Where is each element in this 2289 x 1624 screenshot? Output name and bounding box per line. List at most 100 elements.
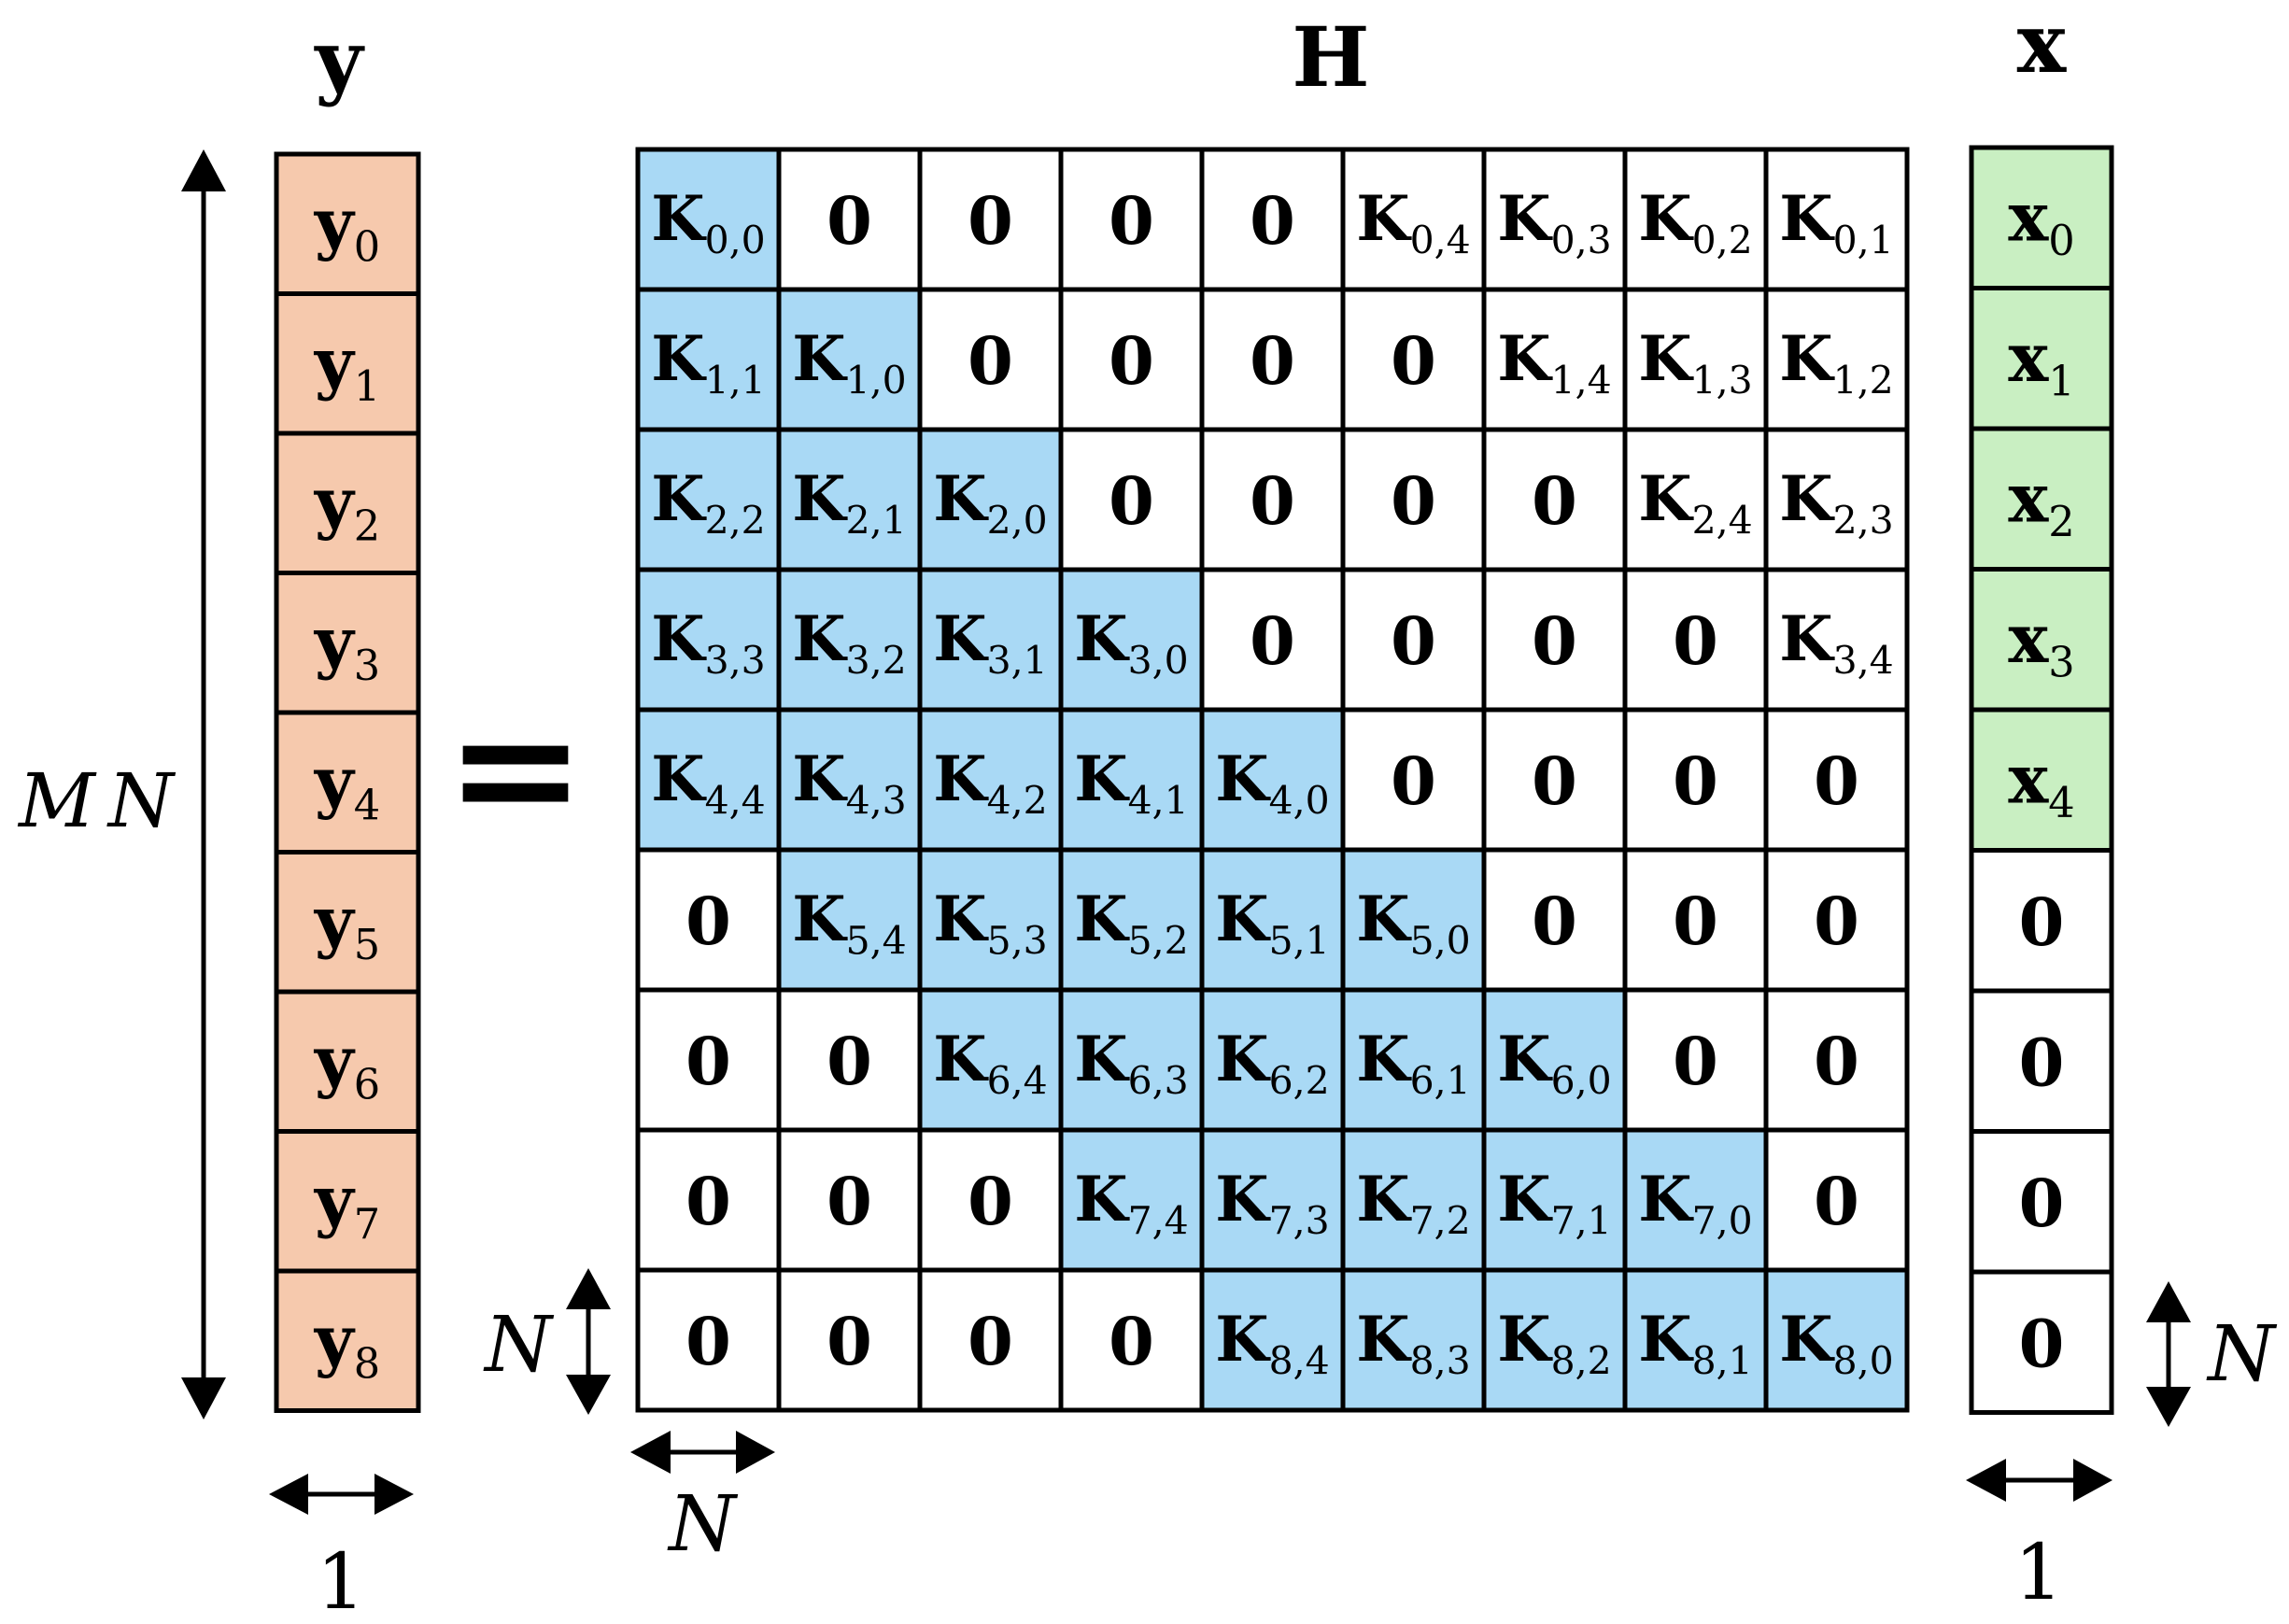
matrix-entry-index: 0,2 [1692,219,1753,263]
matrix-zero: 0 [1814,742,1859,820]
matrix-cell-shaded [635,567,782,713]
matrix-cell [1481,847,1628,993]
matrix-entry: K5,2 [1074,883,1188,964]
y-width-arrow [269,1474,414,1515]
matrix-entry-index: 8,3 [1410,1339,1471,1384]
matrix-entry: K7,3 [1215,1163,1329,1244]
matrix-entry-symbol: K [1074,1163,1130,1236]
x-vector-label: x3 [2008,599,2074,687]
matrix-entry: K1,3 [1638,322,1752,403]
matrix-entry-symbol: K [1497,182,1553,255]
matrix-entry: K6,2 [1215,1023,1329,1104]
matrix-cell-shaded [1622,1267,1769,1413]
matrix-col-width-arrow [630,1431,775,1474]
y-vector-label: y8 [314,1300,380,1389]
matrix-cell-shaded [1481,1267,1628,1413]
matrix-entry-symbol: K [933,1023,989,1095]
matrix-entry-symbol: K [1356,1163,1412,1236]
matrix-entry: K1,4 [1497,322,1611,403]
matrix-entry-index: 4,3 [846,779,907,824]
matrix-entry-symbol: K [792,742,848,815]
matrix-entry-symbol: K [1779,602,1835,675]
matrix-zero: 0 [685,883,731,960]
matrix-zero: 0 [1250,602,1295,680]
x-vector-cell [1969,426,2114,572]
matrix-cell-shaded [917,847,1064,993]
matrix-entry: K4,4 [651,742,765,824]
matrix-cell [1199,287,1346,432]
matrix-row-height-arrow [566,1268,611,1415]
matrix-cell [1622,567,1769,713]
y-vector-label-symbol: y [314,881,356,960]
matrix-entry: K2,4 [1638,462,1752,544]
y-vector-label: y2 [314,462,380,551]
x-vector-label-symbol: x [2008,739,2049,818]
matrix-entry: K1,0 [792,322,906,403]
y-vector-label-index: 6 [354,1061,380,1109]
matrix-zero: 0 [827,1163,872,1240]
matrix-entry: K6,1 [1356,1023,1470,1104]
matrix-zero: 0 [827,1023,872,1100]
y-vector-label-index: 3 [354,642,380,690]
y-vector-label-symbol: y [314,1021,356,1100]
matrix-entry: K7,4 [1074,1163,1188,1244]
matrix-entry: K3,2 [792,602,906,684]
x-vector-label: x0 [2008,177,2074,265]
matrix-entry-index: 5,2 [1128,919,1189,964]
matrix-entry-index: 2,0 [987,499,1048,544]
matrix-entry-symbol: K [1638,1303,1694,1376]
matrix-entry: K1,2 [1779,322,1893,403]
matrix-entry: K7,2 [1356,1163,1470,1244]
matrix-cell [1763,987,1910,1133]
y-vector-label-index: 4 [354,782,380,830]
matrix-entry-index: 2,1 [846,499,907,544]
matrix-entry-symbol: K [651,182,707,255]
matrix-entry-index: 8,0 [1833,1339,1894,1384]
matrix-entry: K5,3 [933,883,1047,964]
matrix-cell-shaded [776,287,923,432]
y-vector-cell [274,571,421,715]
matrix-entry: K7,1 [1497,1163,1611,1244]
matrix-zero: 0 [685,1023,731,1100]
matrix-entry: K6,3 [1074,1023,1188,1104]
x-vector-title: x [2017,0,2068,92]
y-vector-label: y6 [314,1021,380,1109]
y-vector-label-symbol: y [314,462,356,542]
x-vector-label-symbol: x [2008,318,2049,397]
matrix-zero: 0 [685,1303,731,1380]
y-vector-label: y3 [314,601,380,690]
matrix-cell-shaded [917,427,1064,572]
matrix-entry: K4,2 [933,742,1047,824]
matrix-zero: 0 [827,1303,872,1380]
matrix-entry: K0,4 [1356,182,1470,263]
matrix-cell [1481,287,1628,432]
matrix-zero: 0 [1532,742,1577,820]
matrix-cell [635,847,782,993]
matrix-entry: K4,0 [1215,742,1329,824]
matrix-zero: 0 [1391,322,1436,400]
matrix-zero: 0 [1109,1303,1154,1380]
y-vector-label: y0 [314,183,380,272]
matrix-entry-index: 1,4 [1551,359,1612,403]
matrix-zero: 0 [1673,742,1718,820]
matrix-cell-shaded [1058,1127,1205,1273]
matrix-entry-symbol: K [792,322,848,395]
matrix-cell [1481,567,1628,713]
y-vector-cell [274,1129,421,1274]
matrix-entry-index: 6,0 [1551,1059,1612,1104]
x-vector-label-symbol: x [2008,177,2049,256]
matrix-cell-shaded [1058,987,1205,1133]
matrix-cell [1199,427,1346,572]
matrix-entry-index: 3,2 [846,639,907,684]
matrix-entry-symbol: K [1356,182,1412,255]
matrix-cell-shaded [1199,707,1346,853]
matrix-entry-index: 4,1 [1128,779,1189,824]
x-vector-zero: 0 [2019,883,2065,961]
y-vector-cell [274,291,421,436]
matrix-entry: K8,0 [1779,1303,1893,1384]
matrix-entry-symbol: K [1638,462,1694,535]
matrix-entry-symbol: K [1638,322,1694,395]
matrix-zero: 0 [1109,462,1154,540]
matrix-entry-symbol: K [1497,1303,1553,1376]
